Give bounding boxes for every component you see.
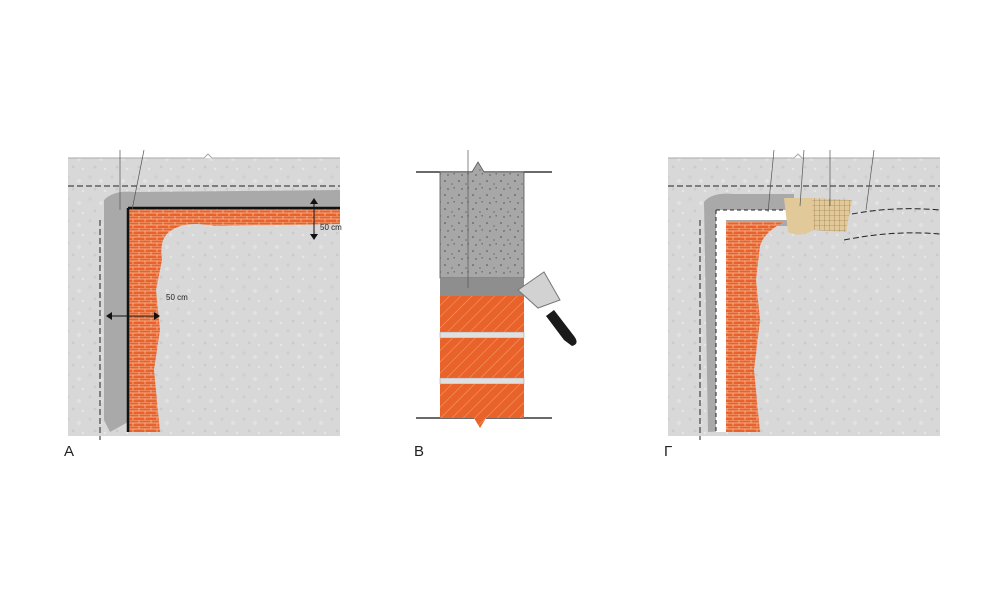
panel-label-g: Г [664,443,673,460]
brick-layer [128,208,340,432]
trowel-icon [517,271,561,309]
brick-block [440,338,524,378]
callout-3: 3 [826,150,832,151]
white-layer [716,210,794,432]
edge-line [126,206,340,432]
callout-2: 2 [140,150,146,151]
panel-a-diagram: 1 2 50 cm 50 cm [68,150,342,440]
joint-layer [440,278,524,296]
trowel-handle [546,310,577,346]
concrete-block [439,161,525,279]
dimension-label: 50 cm [166,293,188,302]
panel-b: 1 В [414,150,594,460]
callout-2: 2 [800,150,806,151]
panel-label-a: А [64,443,75,460]
callout-1: 1 [464,150,470,151]
panel-b-diagram: 1 [416,150,577,428]
panel-label-b: В [414,443,425,460]
callout-1: 1 [770,150,776,151]
mesh-layer [812,198,852,232]
dimension-label: 50 cm [320,223,342,232]
panel-g: 1 2 3 4 Г [664,150,944,460]
callout-1: 1 [116,150,122,151]
brick-layer [726,222,784,432]
callout-4: 4 [870,150,876,151]
panel-g-diagram: 1 2 3 4 [668,150,941,440]
brick-block [440,296,524,332]
brick-block [440,384,524,428]
dashed-line [843,232,941,241]
adhesive-layer [784,198,814,235]
panel-a: 1 2 50 cm 50 cm А [64,150,344,460]
